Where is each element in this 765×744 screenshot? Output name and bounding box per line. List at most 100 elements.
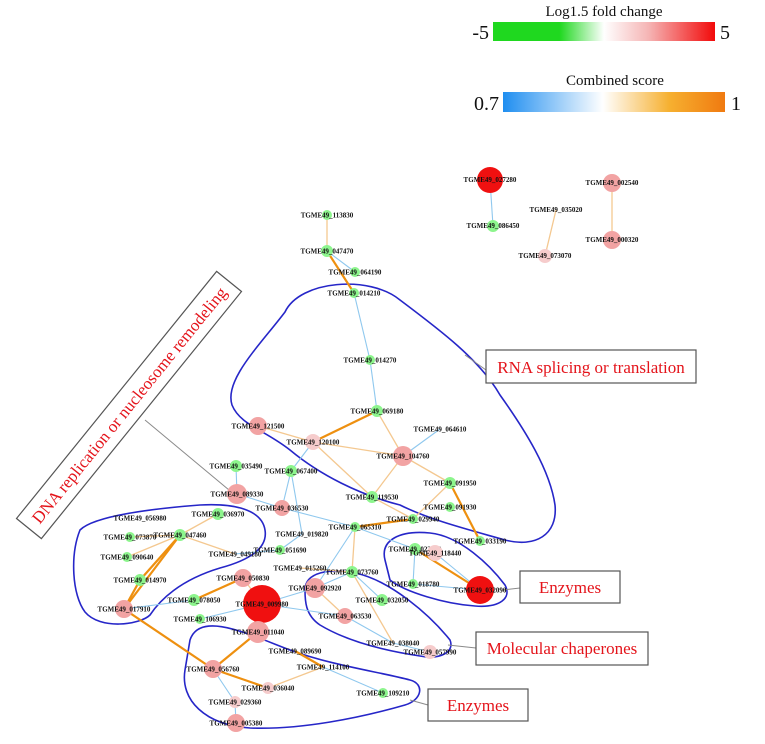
node-n065310[interactable]: TGME49_065310 <box>329 522 382 532</box>
node-circle <box>408 514 418 524</box>
node-n014270[interactable]: TGME49_014270 <box>344 355 397 365</box>
node-n032050[interactable]: TGME49_032050 <box>356 594 409 606</box>
node-circle <box>337 608 353 624</box>
node-label: TGME49_036040 <box>242 685 295 693</box>
node-n092920[interactable]: TGME49_092920 <box>289 578 342 598</box>
node-n091950[interactable]: TGME49_091950 <box>424 477 477 489</box>
node-n086450[interactable]: TGME49_086450 <box>467 220 520 232</box>
node-label: TGME49_119530 <box>346 494 399 502</box>
node-n018780[interactable]: TGME49_018780 <box>387 579 440 589</box>
node-n038040[interactable]: TGME49_038040 <box>367 640 420 648</box>
node-circle <box>188 594 200 606</box>
node-n002540[interactable]: TGME49_002540 <box>586 174 639 192</box>
node-n014210[interactable]: TGME49_014210 <box>328 288 381 298</box>
node-n121500[interactable]: TGME49_121500 <box>232 417 285 435</box>
node-label: TGME49_078050 <box>168 597 221 605</box>
node-n000320[interactable]: TGME49_000320 <box>586 231 639 249</box>
node-n104760[interactable]: TGME49_104760 <box>377 446 430 466</box>
node-label: TGME49_073870 <box>104 534 157 542</box>
node-n056760[interactable]: TGME49_056760 <box>187 660 240 678</box>
node-n047470[interactable]: TGME49_047470 <box>301 245 354 257</box>
node-n064610[interactable]: TGME49_064610 <box>414 426 467 434</box>
node-n073870[interactable]: TGME49_073870 <box>104 532 157 542</box>
node-n106930[interactable]: TGME49_106930 <box>174 614 227 624</box>
node-n073760[interactable]: TGME49_073760 <box>326 566 379 578</box>
node-n047460[interactable]: TGME49_047460 <box>154 529 207 541</box>
node-n089690[interactable]: TGME49_089690 <box>269 648 322 656</box>
node-circle <box>234 569 252 587</box>
node-n033190[interactable]: TGME49_033190 <box>454 536 507 546</box>
node-n032090[interactable]: TGME49_032090 <box>454 576 507 604</box>
node-circle <box>122 552 132 562</box>
node-n069180[interactable]: TGME49_069180 <box>351 405 404 417</box>
protein-nodes: TGME49_027280TGME49_086450TGME49_035020T… <box>98 167 639 732</box>
node-n119530[interactable]: TGME49_119530 <box>346 491 399 503</box>
edge-n065310-n023840 <box>354 526 416 550</box>
node-n029360[interactable]: TGME49_029360 <box>209 696 262 708</box>
node-label: TGME49_014970 <box>114 577 167 585</box>
combined-score-min-label: 0.7 <box>474 93 499 115</box>
node-circle <box>305 578 325 598</box>
node-n023840[interactable]: TGME49_023840 <box>389 543 442 555</box>
node-n019820[interactable]: TGME49_019820 <box>276 531 329 539</box>
node-n067400[interactable]: TGME49_067400 <box>265 465 318 477</box>
node-n051690[interactable]: TGME49_051690 <box>254 545 307 555</box>
node-n036530[interactable]: TGME49_036530 <box>256 500 309 516</box>
node-n118440[interactable]: TGME49_118440 <box>409 545 462 561</box>
node-n090640[interactable]: TGME49_090640 <box>101 552 154 562</box>
edge-n015260-n073760 <box>299 567 353 573</box>
node-label: TGME49_067400 <box>265 468 318 476</box>
node-n029940[interactable]: TGME49_029940 <box>387 514 440 524</box>
node-n050830[interactable]: TGME49_050830 <box>217 569 270 587</box>
node-n114100[interactable]: TGME49_114100 <box>297 664 350 672</box>
node-n078050[interactable]: TGME49_078050 <box>168 594 221 606</box>
node-circle <box>275 545 285 555</box>
node-label: TGME49_015260 <box>274 565 327 573</box>
node-circle <box>243 585 281 623</box>
node-n057990[interactable]: TGME49_057990 <box>404 645 457 659</box>
node-n064190[interactable]: TGME49_064190 <box>329 267 382 277</box>
node-circle <box>466 576 494 604</box>
fold-change-legend: Log1.5 fold change -5 5 <box>472 4 730 44</box>
node-n017910[interactable]: TGME49_017910 <box>98 600 151 618</box>
node-label: TGME49_038040 <box>367 640 420 648</box>
node-n120100[interactable]: TGME49_120100 <box>287 434 340 450</box>
edge-n047460-n049180 <box>179 534 236 555</box>
connector-dna <box>144 419 236 496</box>
edge-n091950-n033190 <box>449 482 481 542</box>
node-circle <box>477 167 503 193</box>
node-n005380[interactable]: TGME49_005380 <box>210 714 263 732</box>
node-n014970[interactable]: TGME49_014970 <box>114 574 167 586</box>
node-circle <box>229 696 241 708</box>
node-n035020[interactable]: TGME49_035020 <box>530 206 583 214</box>
node-n035490[interactable]: TGME49_035490 <box>210 460 263 472</box>
node-n036970[interactable]: TGME49_036970 <box>192 508 245 520</box>
edge-n014210-n014270 <box>353 292 371 361</box>
cluster-label-enzymes-2: Enzymes <box>427 688 529 722</box>
node-n027280[interactable]: TGME49_027280 <box>464 167 517 193</box>
node-n113830[interactable]: TGME49_113830 <box>301 210 354 220</box>
node-label: TGME49_029360 <box>209 699 262 707</box>
node-label: TGME49_011040 <box>232 629 285 637</box>
node-circle <box>393 446 413 466</box>
node-n011040[interactable]: TGME49_011040 <box>232 621 285 643</box>
node-n036040[interactable]: TGME49_036040 <box>242 682 295 694</box>
node-label: TGME49_035020 <box>530 206 583 214</box>
node-n089330[interactable]: TGME49_089330 <box>211 484 264 504</box>
node-n063530[interactable]: TGME49_063530 <box>319 608 372 624</box>
node-n073070[interactable]: TGME49_073070 <box>519 249 572 263</box>
edge-n036530-n065310 <box>281 507 356 528</box>
cluster-label-chaperones-box <box>475 631 649 666</box>
node-n056980[interactable]: TGME49_056980 <box>114 515 167 523</box>
edge-n049180-n051690 <box>234 549 281 555</box>
node-n091930[interactable]: TGME49_091930 <box>424 502 477 512</box>
node-n009980[interactable]: TGME49_009980 <box>236 585 289 623</box>
edge-n121500-n120100 <box>257 425 314 443</box>
edge-n089690-n114100 <box>294 650 324 668</box>
node-n109210[interactable]: TGME49_109210 <box>357 688 410 698</box>
node-n049180[interactable]: TGME49_049180 <box>209 551 262 559</box>
node-label: TGME49_029940 <box>387 516 440 524</box>
cluster-label-dna: DNA replication or nucleosome remodeling <box>15 270 243 540</box>
node-n015260[interactable]: TGME49_015260 <box>274 565 327 573</box>
node-label: TGME49_057990 <box>404 649 457 657</box>
